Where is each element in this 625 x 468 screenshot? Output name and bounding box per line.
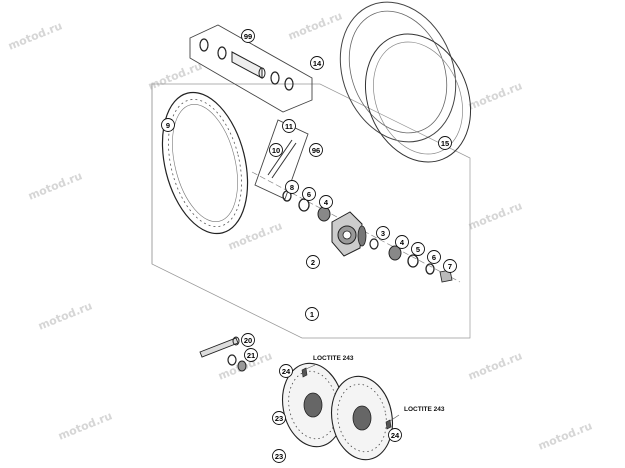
svg-text:20: 20 (244, 336, 252, 345)
watermark: motod.ru (36, 299, 94, 332)
watermark: motod.ru (466, 349, 524, 382)
svg-text:21: 21 (247, 351, 255, 360)
callout-24: 24 (280, 365, 293, 378)
watermark: motod.ru (6, 19, 64, 52)
svg-text:24: 24 (391, 431, 400, 440)
callout-96: 96 (310, 144, 323, 157)
watermark: motod.ru (536, 419, 594, 452)
callout-3: 3 (377, 227, 390, 240)
svg-text:7: 7 (448, 262, 452, 271)
watermark: motod.ru (56, 409, 114, 442)
svg-text:99: 99 (244, 32, 252, 41)
callout-4: 4 (320, 196, 333, 209)
svg-text:14: 14 (313, 59, 322, 68)
wheel-hub (332, 212, 366, 256)
tube (347, 18, 489, 178)
svg-text:15: 15 (441, 139, 449, 148)
svg-text:6: 6 (432, 253, 436, 262)
callout-99: 99 (242, 30, 255, 43)
watermark: motod.ru (146, 59, 204, 92)
watermark: motod.ru (466, 199, 524, 232)
callout-21: 21 (245, 349, 258, 362)
watermark: motod.ru (466, 79, 524, 112)
callout-23: 23 (273, 412, 286, 425)
callout-9: 9 (162, 119, 175, 132)
svg-text:1: 1 (310, 310, 314, 319)
assembly-outline (152, 84, 470, 338)
axle (200, 337, 239, 357)
loctite-note-lower: LOCTITE 243 (404, 406, 445, 413)
callout-20: 20 (242, 334, 255, 347)
callout-8: 8 (286, 181, 299, 194)
callout-2: 2 (307, 256, 320, 269)
svg-text:23: 23 (275, 414, 283, 423)
watermark: motod.ru (286, 9, 344, 42)
svg-text:96: 96 (312, 146, 320, 155)
callout-4b: 4 (396, 236, 409, 249)
svg-text:23: 23 (275, 452, 283, 461)
spoke-kit (255, 120, 308, 199)
callout-6: 6 (303, 188, 316, 201)
callout-15: 14 (311, 57, 324, 70)
callout-10: 10 (270, 144, 283, 157)
callout-14: 15 (439, 137, 452, 150)
svg-text:5: 5 (416, 245, 420, 254)
loctite-note-upper: LOCTITE 243 (313, 355, 354, 362)
callout-6b: 6 (428, 251, 441, 264)
callout-7: 7 (444, 260, 457, 273)
callout-5: 5 (412, 243, 425, 256)
callout-24b: 24 (389, 429, 402, 442)
svg-text:11: 11 (285, 122, 293, 131)
svg-text:8: 8 (290, 183, 294, 192)
svg-text:3: 3 (381, 229, 385, 238)
tire (320, 0, 476, 159)
callout-1: 1 (306, 308, 319, 321)
callout-23b: 23 (273, 450, 286, 463)
svg-text:10: 10 (272, 146, 280, 155)
svg-text:6: 6 (307, 190, 311, 199)
svg-text:2: 2 (311, 258, 315, 267)
rim (149, 83, 261, 242)
svg-text:9: 9 (166, 121, 170, 130)
watermark: motod.ru (26, 169, 84, 202)
watermark: motod.ru (226, 219, 284, 252)
svg-text:24: 24 (282, 367, 291, 376)
callout-11: 11 (283, 120, 296, 133)
